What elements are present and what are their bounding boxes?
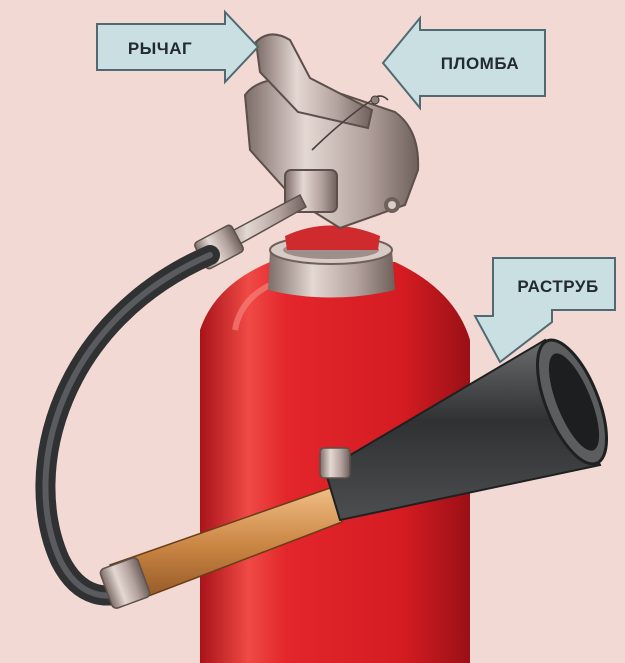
callout-lever: РЫЧАГ <box>97 12 258 82</box>
callout-seal: ПЛОМБА <box>383 18 545 108</box>
label-horn: РАСТРУБ <box>517 277 598 296</box>
label-lever: РЫЧАГ <box>128 39 192 58</box>
cylinder-neck <box>268 226 395 298</box>
label-seal: ПЛОМБА <box>441 54 519 73</box>
